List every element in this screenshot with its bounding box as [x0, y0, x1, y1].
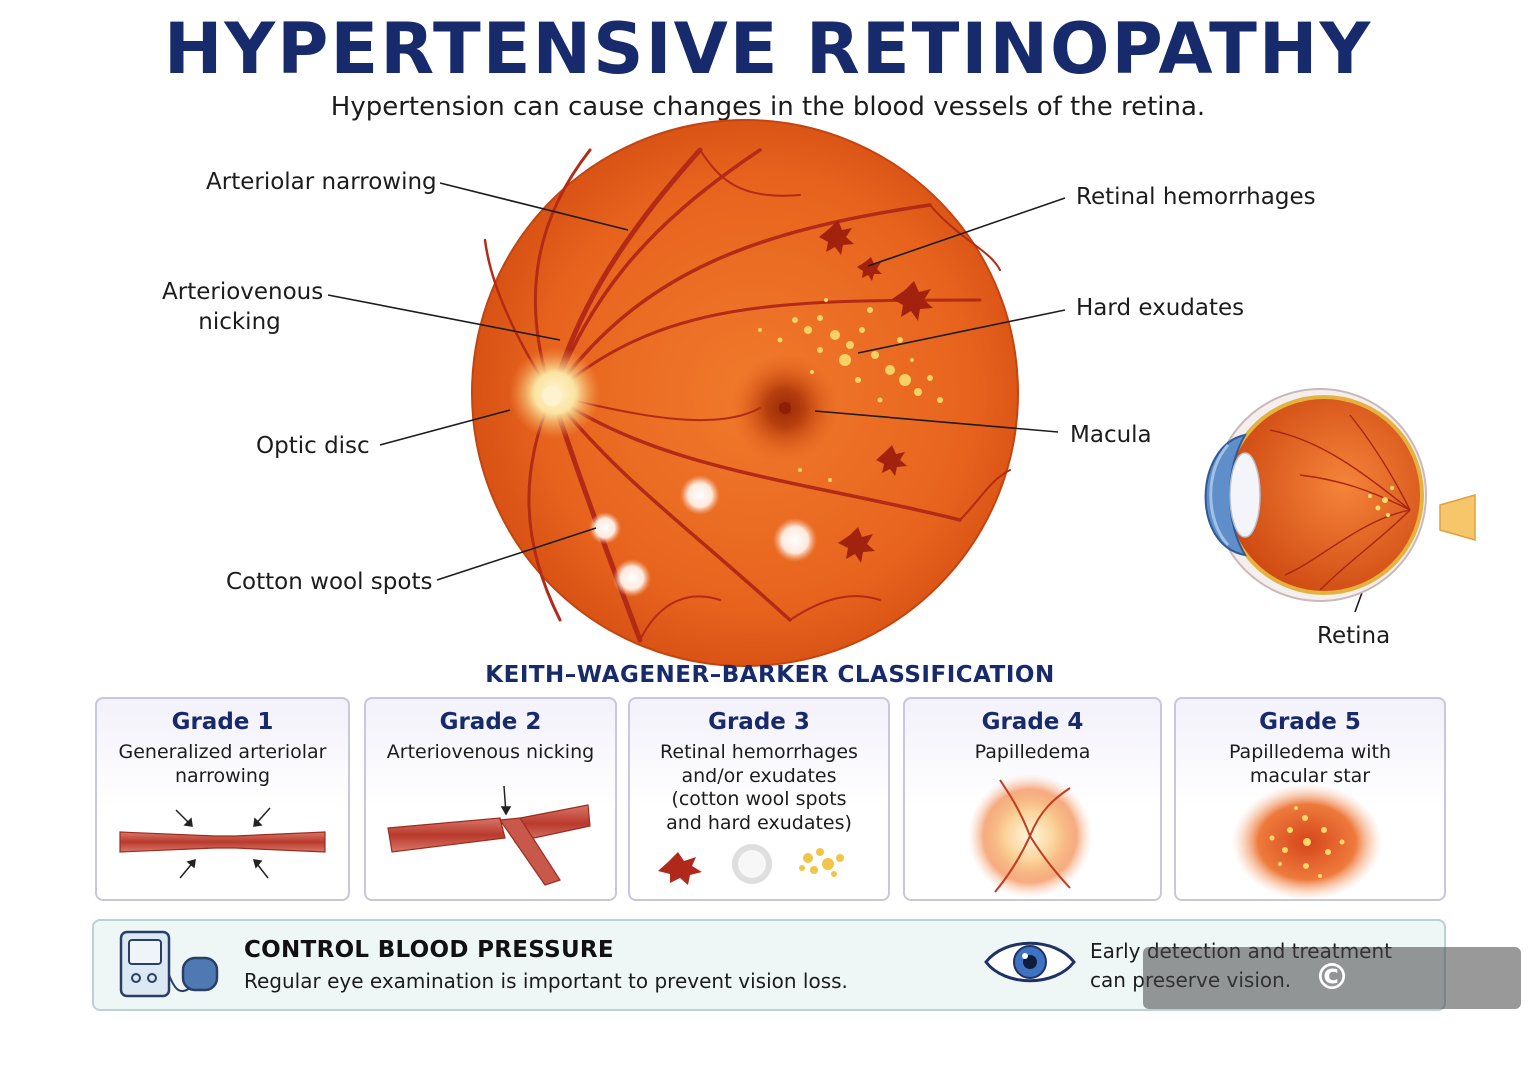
label-macula: Macula: [1070, 422, 1152, 448]
grade-description: Arteriovenous nicking: [372, 741, 609, 765]
label-cotton-wool-spots: Cotton wool spots: [226, 569, 433, 595]
bp-panel-title: CONTROL BLOOD PRESSURE: [244, 937, 614, 963]
grade-name: Grade 4: [981, 709, 1084, 735]
label-av-line1: Arteriovenous: [162, 279, 324, 305]
grade-desc-line: macular star: [1249, 764, 1371, 787]
grade-desc-line: Papilledema: [974, 741, 1091, 763]
watermark: © Medpulselq.com: [1143, 947, 1521, 1060]
grade-description: Retinal hemorrhages and/or exudates (cot…: [636, 741, 882, 835]
grade-name: Grade 3: [708, 709, 810, 735]
grade-name: Grade 2: [439, 709, 542, 735]
grade-description: Papilledema with macular star: [1182, 741, 1438, 788]
grade-desc-line: Generalized arteriolar: [118, 741, 327, 763]
grade-desc-line: Papilledema with: [1228, 741, 1392, 763]
grade-description: Papilledema: [911, 741, 1154, 765]
grade-desc-line: and/or exudates: [681, 764, 837, 787]
label-av-line2: nicking: [198, 309, 281, 335]
grade-name: Grade 5: [1259, 709, 1361, 735]
page-title: HYPERTENSIVE RETINOPATHY: [163, 8, 1373, 90]
grade-card-3: Grade 3 Retinal hemorrhages and/or exuda…: [628, 697, 890, 901]
label-retina: Retina: [1317, 623, 1391, 649]
fundus-image: [471, 119, 1019, 667]
grade-desc-line: Arteriovenous nicking: [386, 741, 595, 763]
page-subtitle: Hypertension can cause changes in the bl…: [330, 92, 1206, 122]
grade-card-2: Grade 2 Arteriovenous nicking: [364, 697, 617, 901]
grade-desc-line: narrowing: [174, 764, 271, 787]
label-hard-exudates: Hard exudates: [1076, 295, 1245, 321]
label-leader-lines: [327, 182, 1391, 613]
grade-desc-line: (cotton wool spots: [671, 788, 847, 810]
label-retinal-hemorrhages: Retinal hemorrhages: [1076, 184, 1316, 210]
fundus-diagram: [327, 119, 1476, 667]
label-optic-disc: Optic disc: [256, 433, 370, 459]
retinal-hemorrhages: [819, 220, 933, 563]
cotton-wool-spots: [589, 475, 817, 597]
grade-card-4: Grade 4 Papilledema: [903, 697, 1162, 901]
hard-exudates: [758, 298, 943, 482]
grade-desc-line: and hard exudates): [666, 811, 852, 834]
grade-name: Grade 1: [171, 709, 274, 735]
grade-card-1: Grade 1 Generalized arteriolar narrowing: [95, 697, 350, 901]
grade-card-5: Grade 5 Papilledema with macular star: [1174, 697, 1446, 901]
classification-title: KEITH–WAGENER–BARKER CLASSIFICATION: [485, 662, 1055, 688]
label-arteriovenous-nicking: Arteriovenous nicking: [162, 277, 324, 337]
grade-description: Generalized arteriolar narrowing: [103, 741, 342, 788]
bp-panel-text: Regular eye examination is important to …: [244, 969, 848, 993]
eye-cross-section: [1204, 388, 1476, 602]
label-arteriolar-narrowing: Arteriolar narrowing: [206, 169, 437, 195]
grade-desc-line: Retinal hemorrhages: [660, 741, 858, 763]
